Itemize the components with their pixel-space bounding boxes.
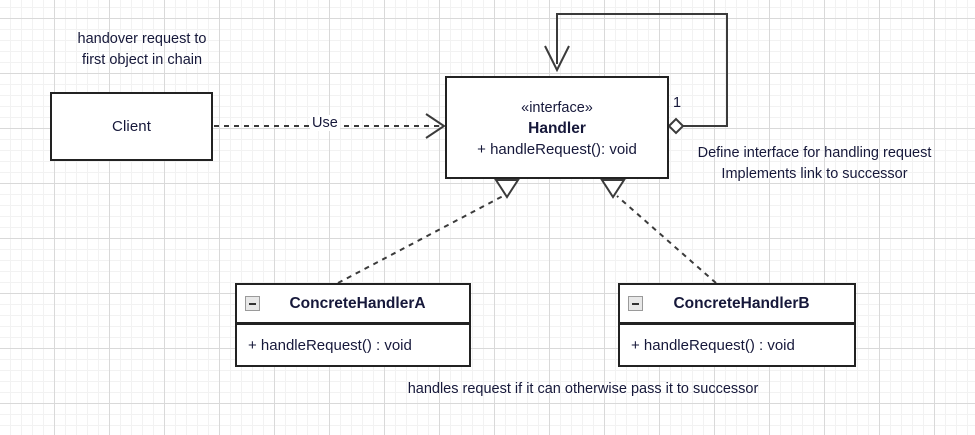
annotation-define-interface: Define interface for handling request Im… [672,143,957,185]
members-compartment-b: + handleRequest() : void [620,325,854,365]
edge-label-use: Use [310,115,340,131]
class-name-concrete-handler-a: ConcreteHandlerA [289,294,426,312]
minus-icon[interactable] [245,296,260,311]
compartment-separator [620,322,854,325]
edge-realize-b [600,179,717,284]
member-handler-handlerequest: + handleRequest(): void [477,141,637,158]
edge-multiplicity-successor: 1 [673,95,682,111]
minus-icon[interactable] [628,296,643,311]
class-node-concrete-handler-a[interactable]: ConcreteHandlerA + handleRequest() : voi… [235,283,471,367]
class-node-client[interactable]: Client [50,92,213,161]
class-name-handler: Handler [528,120,586,137]
class-node-handler[interactable]: «interface» Handler + handleRequest(): v… [445,76,669,179]
members-compartment-a: + handleRequest() : void [237,325,469,365]
stereotype-interface: «interface» [521,100,593,116]
member-concrete-a-handlerequest: + handleRequest() : void [248,336,412,354]
member-concrete-b-handlerequest: + handleRequest() : void [631,336,795,354]
class-node-concrete-handler-b[interactable]: ConcreteHandlerB + handleRequest() : voi… [618,283,856,367]
class-name-client: Client [112,118,151,135]
annotation-define-line1: Define interface for handling request [697,145,932,161]
edge-realize-a [337,179,520,284]
annotation-handover-line1: handover request to [77,31,207,47]
annotation-handover: handover request to first object in chai… [57,29,227,71]
annotation-handles-request: handles request if it can otherwise pass… [407,381,759,397]
class-header-concrete-handler-b: ConcreteHandlerB [620,285,854,322]
annotation-handover-line2: first object in chain [81,52,203,68]
class-name-concrete-handler-b: ConcreteHandlerB [673,294,810,312]
annotation-define-line2: Implements link to successor [721,166,908,182]
compartment-separator [237,322,469,325]
class-header-concrete-handler-a: ConcreteHandlerA [237,285,469,322]
